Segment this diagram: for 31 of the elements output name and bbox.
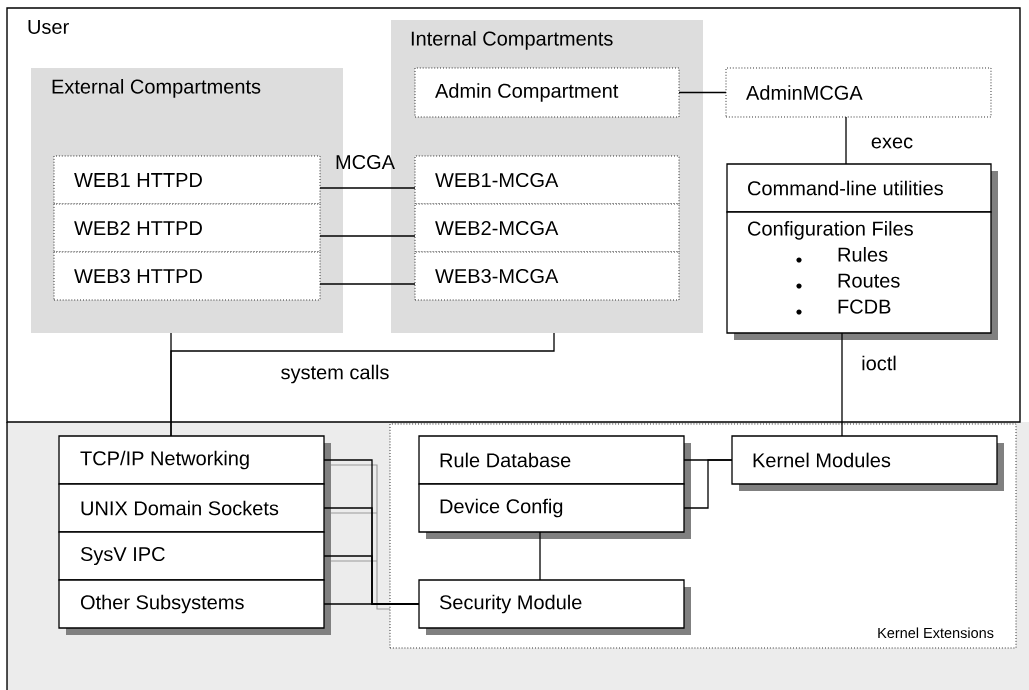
process-box: WEB3 HTTPD <box>53 251 321 301</box>
connector <box>319 187 416 189</box>
process-box: AdminMCGA <box>725 67 992 118</box>
connector <box>319 235 416 237</box>
subsystem-box: Other Subsystems <box>58 579 331 635</box>
subsystem-box: UNIX Domain Sockets <box>58 483 331 539</box>
process-box: WEB2-MCGA <box>414 203 680 253</box>
edge-label: exec <box>871 137 913 149</box>
connector <box>678 91 727 94</box>
edge-label: system calls <box>281 364 389 384</box>
module-box: Device Config <box>418 483 691 539</box>
connector <box>170 332 555 437</box>
connector <box>323 603 420 605</box>
edge-label: ioctl <box>862 355 896 371</box>
config-files-box: Configuration Files Rules Routes FCDB <box>726 211 998 340</box>
subsystem-box: SysV IPC <box>58 531 331 587</box>
process-box: WEB2 HTTPD <box>53 203 321 253</box>
connector <box>841 332 843 437</box>
process-box: WEB1-MCGA <box>414 155 680 205</box>
module-box: Rule Database <box>418 435 691 491</box>
process-box: WEB1 HTTPD <box>53 155 321 205</box>
connector <box>683 459 733 509</box>
connector <box>845 116 847 165</box>
process-box: Admin Compartment <box>414 67 680 118</box>
process-box: WEB3-MCGA <box>414 251 680 301</box>
subsystem-box: TCP/IP Networking <box>58 435 331 491</box>
module-box: Kernel Modules <box>731 435 1004 491</box>
utilities-box: Command-line utilities <box>726 163 998 219</box>
connector <box>539 531 541 581</box>
connector <box>319 283 416 285</box>
module-box: Security Module <box>418 579 691 635</box>
